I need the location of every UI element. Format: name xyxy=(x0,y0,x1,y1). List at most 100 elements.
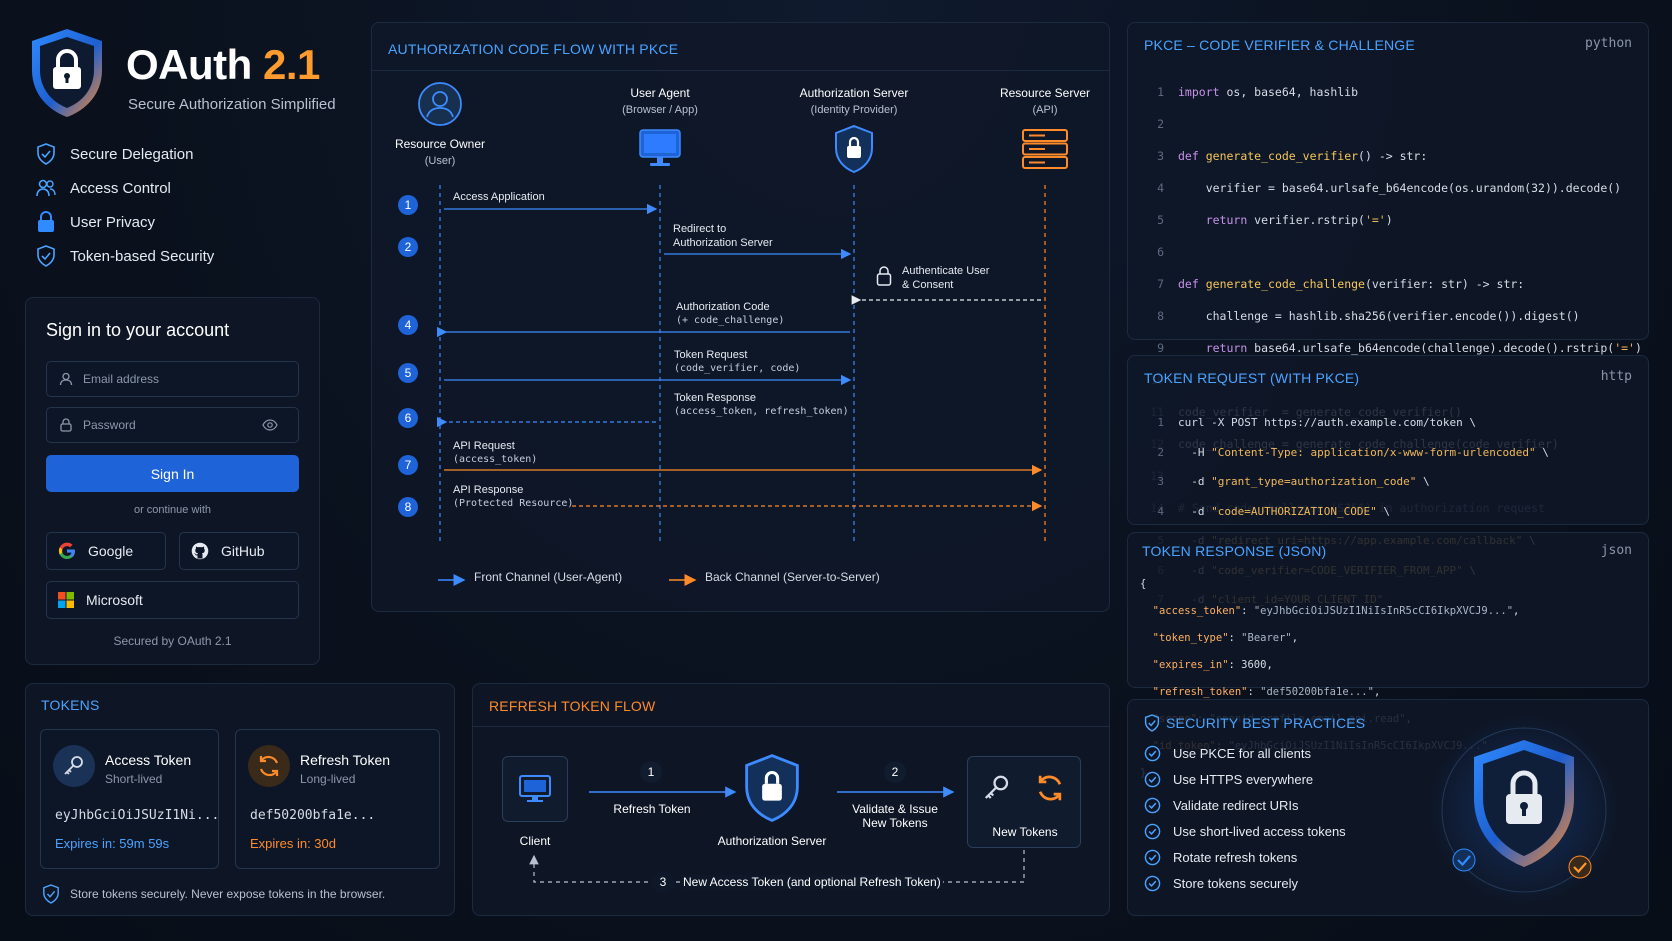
msg-line: (+ code_challenge) xyxy=(676,315,785,326)
check-circle-icon xyxy=(1144,875,1161,891)
bp-item: Use short-lived access tokens xyxy=(1144,821,1346,841)
msg-line: API Request xyxy=(453,440,515,452)
step-number: 2 xyxy=(398,237,418,257)
actor-sub: (Identity Provider) xyxy=(810,104,898,116)
bp-text: Use short-lived access tokens xyxy=(1173,823,1346,839)
check-circle-icon xyxy=(1144,745,1161,761)
password-field[interactable]: Password xyxy=(46,407,299,443)
flow-title: AUTHORIZATION CODE FLOW WITH PKCE xyxy=(388,41,679,57)
feature-label: Token-based Security xyxy=(70,247,215,265)
refresh-flow-panel: REFRESH TOKEN FLOW Client 1 Refresh Toke… xyxy=(472,683,1110,916)
feature-token-security: Token-based Security xyxy=(36,244,214,268)
client-label: Client xyxy=(519,834,551,848)
refresh-step-1-label: Refresh Token xyxy=(613,802,691,816)
feature-user-privacy: User Privacy xyxy=(36,210,155,234)
signin-title: Sign in to your account xyxy=(46,320,230,340)
lock-icon xyxy=(38,211,54,232)
sequence-diagram xyxy=(436,185,1046,586)
github-button[interactable]: GitHub xyxy=(179,532,299,570)
msg-redirect: Redirect to Authorization Server xyxy=(673,222,773,250)
tokens-note: Store tokens securely. Never expose toke… xyxy=(42,884,385,904)
pkce-code-panel: PKCE – CODE VERIFIER & CHALLENGE python … xyxy=(1127,22,1649,515)
bp-text: Store tokens securely xyxy=(1173,875,1299,891)
msg-line: Authorization Code xyxy=(676,301,770,313)
check-circle-icon xyxy=(1144,823,1161,839)
shield-lock-icon xyxy=(835,124,873,174)
microsoft-button[interactable]: Microsoft xyxy=(46,581,299,619)
best-practices-title: SECURITY BEST PRACTICES xyxy=(1144,714,1365,732)
step-number: 7 xyxy=(398,455,418,475)
actor-authorization-server: Authorization Server (Identity Provider) xyxy=(772,86,936,174)
refresh-token-life: Long-lived xyxy=(300,772,356,786)
msg-token-request: Token Request (code_verifier, code) xyxy=(674,348,800,376)
refresh-icon xyxy=(248,745,290,787)
msg-line: & Consent xyxy=(902,279,954,291)
msg-authorization-code: Authorization Code (+ code_challenge) xyxy=(676,300,784,328)
password-placeholder: Password xyxy=(83,418,136,432)
msg-line: API Response xyxy=(453,484,524,496)
access-token-life: Short-lived xyxy=(105,772,163,786)
email-field[interactable]: Email address xyxy=(46,361,299,397)
monitor-icon xyxy=(519,775,551,802)
actor-sub: (User) xyxy=(424,155,456,167)
tokens-title: TOKENS xyxy=(41,697,100,713)
oauth-shield-logo xyxy=(28,26,106,125)
refresh-token-card[interactable]: Refresh Token Long-lived def50200bfa1e..… xyxy=(235,729,440,869)
best-practices-title-text: SECURITY BEST PRACTICES xyxy=(1166,715,1366,731)
feature-label: User Privacy xyxy=(70,213,156,231)
brand-title: OAuth 2.1 xyxy=(126,41,320,88)
tokens-panel: TOKENS Access Token Short-lived eyJhbGci… xyxy=(25,683,455,916)
actor-name: Authorization Server xyxy=(799,86,909,100)
access-token-card[interactable]: Access Token Short-lived eyJhbGciOiJSUzI… xyxy=(40,729,219,869)
step-number: 5 xyxy=(398,363,418,383)
shield-check-icon xyxy=(37,245,55,267)
check-circle-icon xyxy=(1144,797,1161,813)
shield-lock-icon xyxy=(741,752,803,829)
pkce-lang: python xyxy=(1585,36,1632,51)
refresh-step-2: 2 xyxy=(884,761,906,783)
refresh-title: REFRESH TOKEN FLOW xyxy=(489,698,656,714)
refresh-token-value: def50200bfa1e... xyxy=(250,808,376,823)
lock-icon xyxy=(60,418,72,432)
bp-item: Use PKCE for all clients xyxy=(1144,743,1311,763)
refresh-diagram xyxy=(529,786,1025,883)
microsoft-label: Microsoft xyxy=(86,592,143,608)
eye-icon[interactable] xyxy=(262,419,278,431)
msg-line: (Protected Resource) xyxy=(453,498,574,509)
tokens-note-text: Store tokens securely. Never expose toke… xyxy=(70,887,386,901)
check-circle-icon xyxy=(1144,849,1161,865)
msg-token-response: Token Response (access_token, refresh_to… xyxy=(674,391,849,419)
feature-access-control: Access Control xyxy=(36,176,171,200)
bp-item: Rotate refresh tokens xyxy=(1144,847,1297,867)
google-button[interactable]: Google xyxy=(46,532,166,570)
sign-in-button[interactable]: Sign In xyxy=(46,455,299,492)
brand-subtitle: Secure Authorization Simplified xyxy=(128,96,336,113)
divider xyxy=(372,70,1109,71)
security-shield-illustration xyxy=(1429,715,1619,905)
access-token-expiry: Expires in: 59m 59s xyxy=(55,836,170,851)
msg-line: Token Request xyxy=(674,349,748,361)
signin-panel: Sign in to your account Email address Pa… xyxy=(25,297,320,665)
actor-sub: (API) xyxy=(1032,104,1058,116)
server-icon xyxy=(1022,129,1068,169)
new-tokens-box: New Tokens xyxy=(967,756,1081,848)
refresh-step-3-label: New Access Token (and optional Refresh T… xyxy=(681,875,943,889)
actor-name: Resource Owner xyxy=(394,137,486,151)
user-circle-icon xyxy=(418,82,462,126)
msg-line: (access_token, refresh_token) xyxy=(674,406,849,417)
step-number: 6 xyxy=(398,408,418,428)
step-number: 8 xyxy=(398,497,418,517)
refresh-step-1: 1 xyxy=(640,761,662,783)
legend-back-channel: Back Channel (Server-to-Server) xyxy=(705,570,880,584)
access-token-value: eyJhbGciOiJSUzI1Ni... xyxy=(55,808,220,823)
bp-text: Rotate refresh tokens xyxy=(1173,849,1298,865)
bp-text: Use HTTPS everywhere xyxy=(1173,771,1314,787)
bp-item: Store tokens securely xyxy=(1144,873,1298,893)
msg-line: Authorization Server xyxy=(673,237,773,249)
legend-front-channel: Front Channel (User-Agent) xyxy=(474,570,623,584)
users-icon xyxy=(36,179,56,197)
client-box xyxy=(502,756,568,822)
auth-server-label: Authorization Server xyxy=(717,834,827,848)
best-practices-panel: SECURITY BEST PRACTICES Use PKCE for all… xyxy=(1127,699,1649,916)
msg-line: (code_verifier, code) xyxy=(674,363,801,374)
